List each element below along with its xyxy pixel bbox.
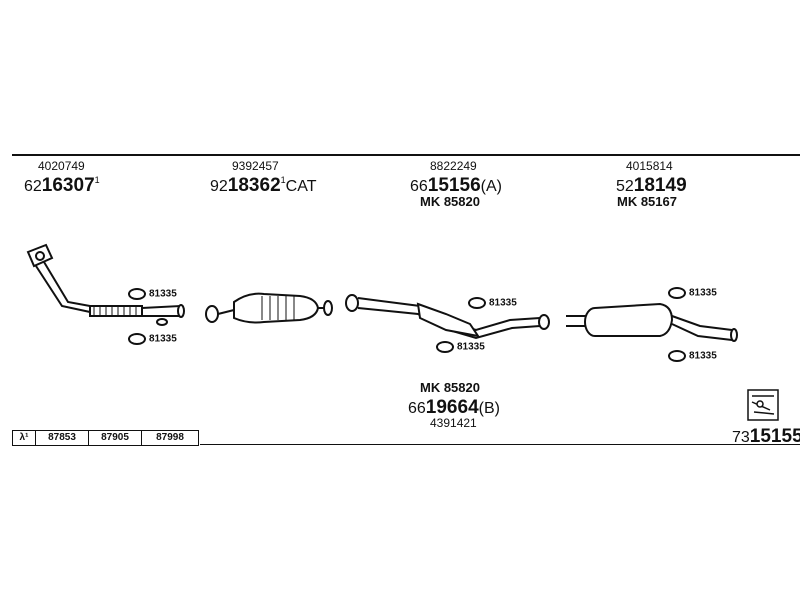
kit-number: 7315155 bbox=[732, 426, 800, 447]
clamp-icon bbox=[128, 288, 146, 300]
clamp-icon bbox=[128, 333, 146, 345]
middle-pipe-icon bbox=[345, 294, 550, 340]
clamp-label-3: 81335 bbox=[468, 297, 517, 309]
pipe-kit-icon bbox=[747, 389, 779, 421]
front-pipe-icon bbox=[26, 243, 185, 326]
part4-number: 5218149 bbox=[616, 175, 687, 196]
part1-number: 62163071 bbox=[24, 175, 100, 196]
part1-ref: 4020749 bbox=[38, 159, 85, 173]
table-cell: 87905 bbox=[89, 431, 142, 445]
part5-number: 6619664(B) bbox=[408, 397, 500, 418]
part3-mk: MK 85820 bbox=[420, 194, 480, 209]
part4-ref: 4015814 bbox=[626, 159, 673, 173]
clamp-icon bbox=[468, 297, 486, 309]
clamp-label-5: 81335 bbox=[668, 287, 717, 299]
clamp-icon bbox=[668, 287, 686, 299]
clamp-label-6: 81335 bbox=[668, 350, 717, 362]
table-cell: 87853 bbox=[36, 431, 89, 445]
table-lambda: λ¹ bbox=[13, 431, 36, 445]
part3-number: 6615156(A) bbox=[410, 175, 502, 196]
bottom-line bbox=[200, 444, 800, 445]
clamp-label-1: 81335 bbox=[128, 288, 177, 300]
applicability-table: λ¹ 87853 87905 87998 bbox=[12, 430, 199, 446]
clamp-label-2: 81335 bbox=[128, 333, 177, 345]
part2-number: 92183621CAT bbox=[210, 175, 317, 196]
part5-ref: 4391421 bbox=[430, 416, 477, 430]
part2-ref: 9392457 bbox=[232, 159, 279, 173]
header-line bbox=[12, 154, 800, 156]
catalytic-converter-icon bbox=[205, 292, 333, 324]
clamp-icon bbox=[436, 341, 454, 353]
rear-silencer-icon bbox=[566, 302, 738, 342]
part3-ref: 8822249 bbox=[430, 159, 477, 173]
clamp-label-4: 81335 bbox=[436, 341, 485, 353]
table-cell: 87998 bbox=[156, 432, 184, 443]
part4-mk: MK 85167 bbox=[617, 194, 677, 209]
clamp-icon bbox=[668, 350, 686, 362]
part5-mk: MK 85820 bbox=[420, 380, 480, 395]
